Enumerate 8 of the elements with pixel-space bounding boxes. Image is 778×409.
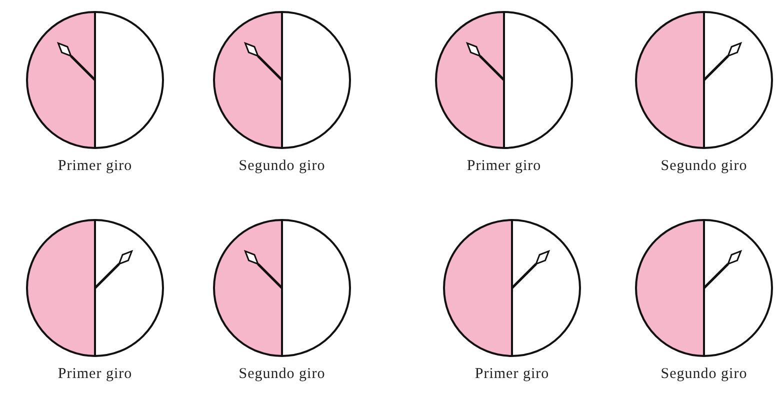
- spinner-caption: Segundo giro: [238, 158, 326, 175]
- spinner-caption: Primer giro: [474, 366, 550, 383]
- spinner-caption: Segundo giro: [660, 366, 748, 383]
- spinner-caption: Segundo giro: [660, 158, 748, 175]
- spinner-caption: Primer giro: [58, 158, 132, 175]
- spinner-caption: Primer giro: [466, 158, 542, 175]
- spinner-caption: Segundo giro: [238, 366, 326, 383]
- spinner-caption: Primer giro: [58, 366, 132, 383]
